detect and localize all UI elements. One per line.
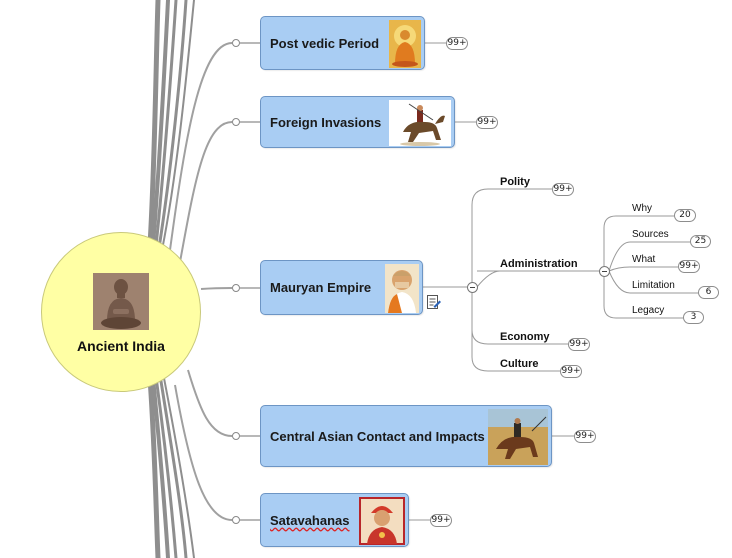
subtopic-administration[interactable]: Administration	[500, 258, 578, 270]
topic-central-asian-contact[interactable]: Central Asian Contact and Impacts	[260, 405, 552, 467]
count-badge: 99+	[430, 514, 452, 527]
count-badge: 99+	[678, 260, 700, 273]
note-icon[interactable]	[426, 294, 442, 310]
count-badge: 20	[674, 209, 696, 222]
count-badge: 99+	[552, 183, 574, 196]
branch-dot	[232, 39, 240, 47]
topic-post-vedic-period[interactable]: Post vedic Period	[260, 16, 425, 70]
seated-buddha-statue-image	[93, 273, 149, 330]
leaf-limitation[interactable]: Limitation	[632, 280, 675, 291]
branch-dot	[232, 516, 240, 524]
topic-label: Post vedic Period	[270, 35, 380, 51]
count-badge: 25	[690, 235, 711, 248]
topic-foreign-invasions[interactable]: Foreign Invasions	[260, 96, 455, 148]
buddha-painting-image	[389, 20, 421, 68]
count-badge: 99+	[574, 430, 596, 443]
count-badge: 99+	[446, 37, 468, 50]
topic-label: Satavahanas	[270, 512, 350, 528]
collapse-toggle[interactable]	[467, 282, 478, 293]
branch-dot	[232, 284, 240, 292]
topic-label: Central Asian Contact and Impacts	[270, 428, 485, 444]
central-topic-ancient-india[interactable]: Ancient India	[41, 232, 201, 392]
horseman-warrior-image	[389, 100, 451, 146]
leaf-why[interactable]: Why	[632, 203, 652, 214]
collapse-toggle[interactable]	[599, 266, 610, 277]
leaf-sources[interactable]: Sources	[632, 229, 669, 240]
count-badge: 6	[698, 286, 719, 299]
leaf-legacy[interactable]: Legacy	[632, 305, 665, 316]
count-badge: 99+	[568, 338, 590, 351]
horse-riders-battle-image	[488, 409, 548, 465]
count-badge: 99+	[476, 116, 498, 129]
subtopic-economy[interactable]: Economy	[500, 331, 550, 343]
count-badge: 3	[683, 311, 704, 324]
subtopic-culture[interactable]: Culture	[500, 358, 539, 370]
topic-mauryan-empire[interactable]: Mauryan Empire	[260, 260, 423, 315]
central-topic-label: Ancient India	[77, 338, 165, 354]
branch-dot	[232, 118, 240, 126]
count-badge: 99+	[560, 365, 582, 378]
king-portrait-image	[359, 497, 405, 545]
chanakya-portrait-image	[385, 264, 419, 313]
branch-dot	[232, 432, 240, 440]
topic-label: Foreign Invasions	[270, 114, 382, 130]
topic-label: Mauryan Empire	[270, 280, 372, 295]
leaf-what[interactable]: What	[632, 254, 656, 265]
subtopic-polity[interactable]: Polity	[500, 176, 530, 188]
topic-satavahanas[interactable]: Satavahanas	[260, 493, 409, 547]
